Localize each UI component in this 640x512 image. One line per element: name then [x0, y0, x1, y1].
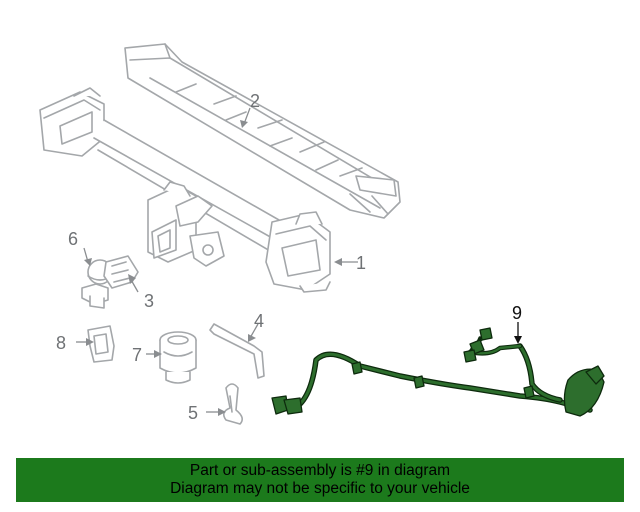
callout-5: 5 [188, 403, 199, 423]
callout-2: 2 [250, 91, 261, 111]
callout-4: 4 [254, 311, 265, 331]
callout-7: 7 [132, 345, 143, 365]
part-9-wiring-harness [271, 327, 605, 417]
part-8-clip [87, 325, 115, 363]
callout-6: 6 [68, 229, 79, 249]
part-2-impact-bar [124, 43, 401, 219]
callout-1: 1 [356, 253, 367, 273]
banner-line-2: Diagram may not be specific to your vehi… [170, 480, 470, 497]
banner-line-1: Part or sub-assembly is #9 in diagram [189, 462, 451, 479]
part-5-hook [222, 383, 244, 425]
info-banner: Part or sub-assembly is #9 in diagram Di… [16, 458, 624, 502]
callout-8: 8 [56, 333, 67, 353]
callout-9: 9 [512, 303, 523, 323]
callout-3: 3 [144, 291, 155, 311]
part-4-rod [209, 323, 265, 379]
part-1-hitch-receiver [39, 87, 331, 293]
part-7-grommet [159, 331, 197, 384]
